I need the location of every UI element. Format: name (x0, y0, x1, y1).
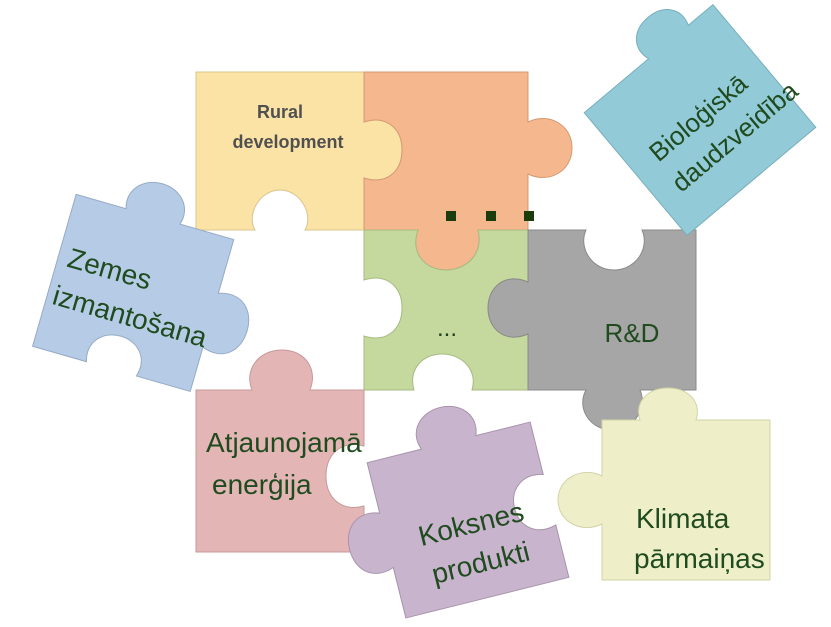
rd-label: R&D (605, 318, 660, 348)
ellipsis-dot (486, 211, 496, 221)
piece-bio: Bioloģiskā daudzveidība (583, 4, 817, 236)
piece-bio-shape (583, 4, 817, 236)
piece-klimata-shape (557, 387, 771, 581)
piece-atjaunojama: Atjaunojamā enerģija (195, 349, 365, 553)
rural-label-line2: development (232, 132, 343, 152)
piece-koksnes-shape (347, 405, 570, 619)
green-label: ... (437, 315, 457, 342)
atja-label-line2: enerģija (212, 469, 312, 500)
piece-zemes-shape (31, 181, 250, 393)
piece-rd: R&D (487, 229, 697, 431)
piece-atjaunojama-shape (195, 349, 365, 553)
piece-green: ... (363, 229, 529, 391)
atja-label-line1: Atjaunojamā (206, 427, 362, 458)
piece-zemes: Zemes izmantošana (31, 181, 250, 393)
ellipsis-dot (524, 211, 534, 221)
rural-label-line1: Rural (257, 102, 303, 122)
piece-koksnes: Koksnes produkti (347, 405, 570, 619)
ellipsis-dots (446, 211, 534, 221)
ellipsis-dot (446, 211, 456, 221)
klimata-label-line2: pārmaiņas (634, 543, 765, 574)
piece-klimata: Klimata pārmaiņas (557, 387, 771, 581)
klimata-label-line1: Klimata (636, 503, 730, 534)
